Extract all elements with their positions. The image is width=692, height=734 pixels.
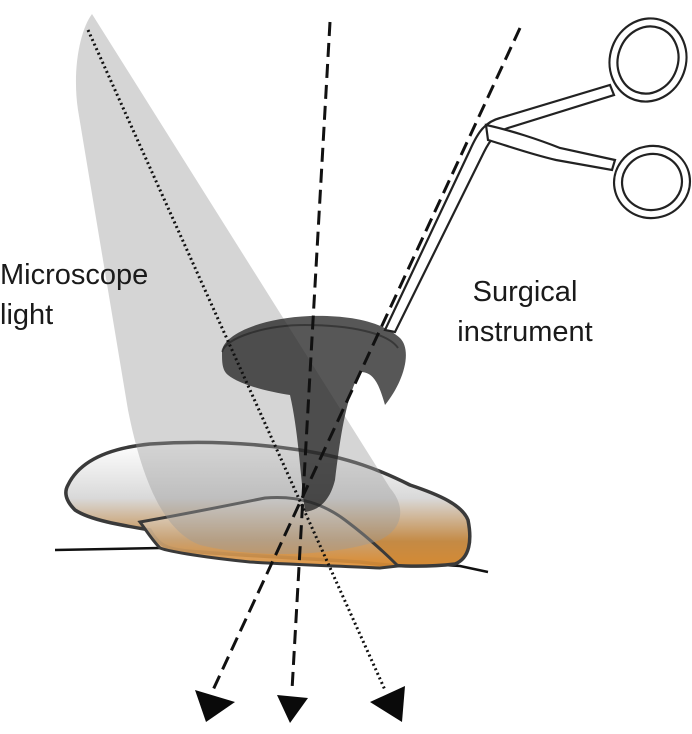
light-ray-line [86,29,387,691]
retractor-rim [221,323,399,353]
scissors-icon [383,17,692,334]
microscope-light-line1: Microscope [0,259,149,291]
retractor-funnel [222,315,406,512]
center-axis-line [290,21,332,691]
arrow-left-icon [195,690,235,722]
surgical-instrument-line2: instrument [457,316,593,348]
surgical-instrument-label: Surgical instrument [440,272,610,352]
microscope-light-label: Microscope light [0,255,148,335]
microscope-light-line2: light [0,299,54,331]
arrow-right-icon [370,686,405,722]
instrument-axis-line [211,27,522,691]
tissue-fold [137,495,402,570]
surgical-instrument-line1: Surgical [472,276,578,308]
arrow-center-icon [277,695,308,723]
